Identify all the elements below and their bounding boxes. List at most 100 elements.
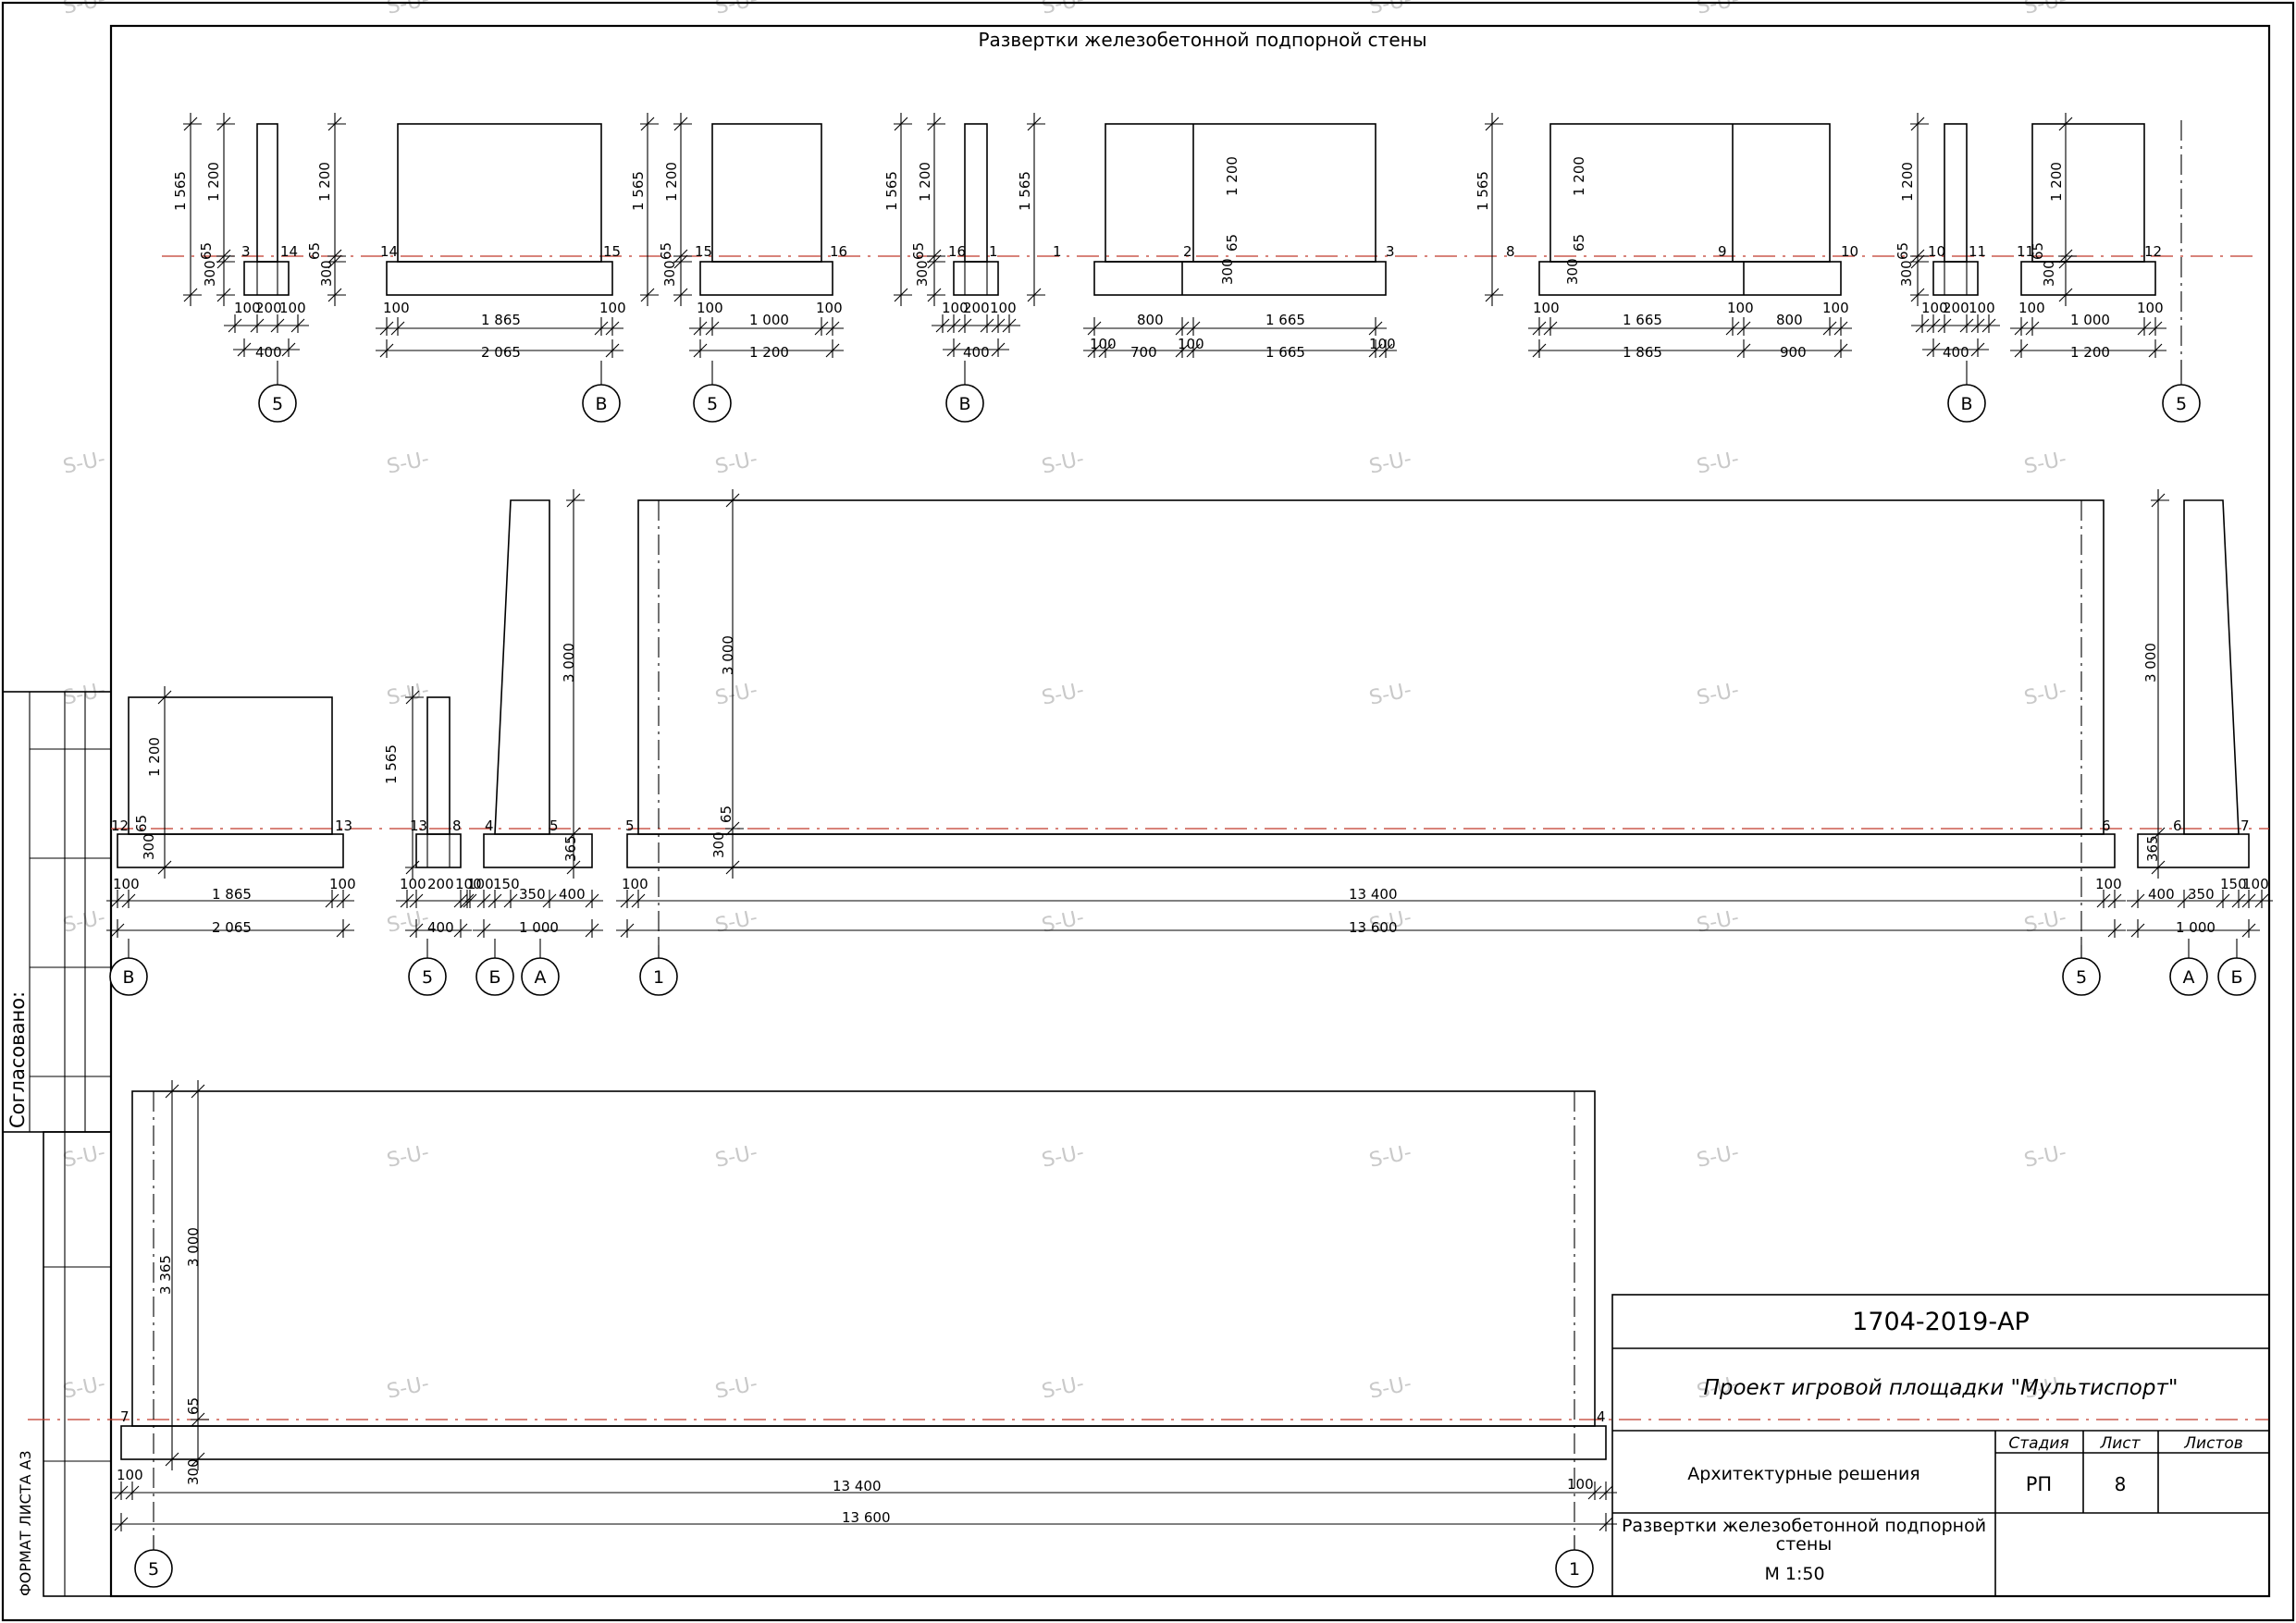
title-block: 1704-2019-АР Проект игровой площадки "Му… <box>1611 1294 2270 1597</box>
dim-label: 1 865 <box>481 312 521 328</box>
watermark-text: S-U- <box>61 448 107 479</box>
watermark-text: S-U- <box>385 679 431 710</box>
dim-label: 1 565 <box>383 744 400 784</box>
axis-label: Б <box>488 967 500 988</box>
dim-label: 3 000 <box>720 635 736 675</box>
dim-label: 1 200 <box>2048 162 2065 202</box>
dim-label: 300 <box>710 831 727 858</box>
mark-label: 16 <box>948 243 966 260</box>
row2-wall-views <box>117 499 2250 971</box>
mark-label: 11 <box>1969 243 1986 260</box>
axis-bubble <box>693 384 732 423</box>
dim-label: 1 565 <box>1017 171 1033 211</box>
dim-label: 13 400 <box>833 1478 882 1494</box>
dim-label: 65 <box>1895 242 1911 260</box>
watermark-text: S-U- <box>385 906 431 938</box>
dim-label: 3 000 <box>185 1227 202 1267</box>
dim-label: 13 600 <box>842 1509 891 1526</box>
dim-label: 300 <box>2041 260 2057 287</box>
dim-label: 1 200 <box>1571 156 1587 196</box>
format-label: ФОРМАТ ЛИСТА А3 <box>17 1450 34 1596</box>
sheet-title: Развертки железобетонной подпорной стены <box>978 29 1426 51</box>
dim-label: 1 000 <box>519 919 559 936</box>
dim-label: 65 <box>198 242 215 260</box>
dim-label: 200 <box>427 876 454 892</box>
dim-label: 3 365 <box>157 1255 174 1295</box>
dim-label: 1 200 <box>205 162 222 202</box>
axis-bubble <box>521 957 560 996</box>
dim-label: 150 <box>493 876 520 892</box>
dim-label: 100 <box>383 300 410 316</box>
dim-label: 1 200 <box>1224 156 1241 196</box>
axis-label: 5 <box>272 394 283 414</box>
dim-label: 200 <box>255 300 282 316</box>
mark-label: 6 <box>2102 818 2111 834</box>
axis-bubble <box>2217 957 2256 996</box>
axis-bubble <box>945 384 984 423</box>
axis-label: 5 <box>148 1559 159 1580</box>
watermark-text: S-U- <box>61 679 107 710</box>
dim-label: 300 <box>1898 260 1915 287</box>
mark-label: 5 <box>625 818 635 834</box>
axis-label: 1 <box>653 967 664 988</box>
dim-label: 100 <box>1567 1476 1594 1493</box>
col-stage: Стадия <box>2008 1434 2068 1453</box>
watermark-text: S-U- <box>385 448 431 479</box>
mark-label: 4 <box>1597 1408 1606 1425</box>
axis-label: В <box>595 394 607 414</box>
axis-label: А <box>535 967 547 988</box>
sheet-name-line2: стены <box>1776 1534 1833 1555</box>
dim-label: 400 <box>963 344 990 361</box>
dim-label: 100 <box>117 1467 143 1483</box>
axis-label: 5 <box>2076 967 2087 988</box>
dim-label: 300 <box>185 1458 202 1485</box>
dim-label: 800 <box>1137 312 1164 328</box>
mark-label: 10 <box>1841 243 1858 260</box>
mark-label: 7 <box>120 1408 130 1425</box>
watermark-text: S-U- <box>1695 906 1741 938</box>
dim-label: 365 <box>562 835 579 862</box>
dim-label: 1 200 <box>2070 344 2110 361</box>
mark-label: 1 <box>1053 243 1062 260</box>
dim-label: 1 200 <box>316 162 333 202</box>
mark-label: 15 <box>695 243 712 260</box>
sheet-number: 8 <box>2115 1473 2127 1495</box>
watermark-text: S-U- <box>2022 448 2068 479</box>
dim-label: 65 <box>910 242 927 260</box>
dim-label: 350 <box>2188 886 2215 903</box>
watermark-text: S-U- <box>1695 679 1741 710</box>
dim-label: 65 <box>658 242 674 260</box>
point-marks: 3 14 14 15 15 16 16 1 1 2 3 8 9 10 10 11… <box>111 243 2250 1425</box>
dim-label: 100 <box>1178 336 1204 352</box>
dim-label: 100 <box>113 876 140 892</box>
dim-label: 300 <box>202 260 218 287</box>
axis-label: 1 <box>1569 1559 1580 1580</box>
mark-label: 12 <box>2144 243 2162 260</box>
axis-bubble <box>2162 384 2201 423</box>
watermark-text: S-U- <box>1040 679 1086 710</box>
col-sheets: Листов <box>2183 1434 2243 1453</box>
axis-bubble <box>109 957 148 996</box>
dim-label: 1 865 <box>212 886 252 903</box>
dim-label: 300 <box>1564 258 1581 285</box>
scale-label: М 1:50 <box>1764 1564 1824 1584</box>
dimension-lines <box>106 113 2273 1531</box>
col-sheet: Лист <box>2099 1434 2141 1453</box>
dim-label: 100 <box>1090 336 1117 352</box>
dim-label: 3 000 <box>561 643 577 682</box>
dim-label: 1 200 <box>917 162 933 202</box>
axis-label: В <box>122 967 134 988</box>
dim-label: 100 <box>2095 876 2122 892</box>
watermark-text: S-U- <box>713 906 759 938</box>
axis-label: В <box>958 394 970 414</box>
dim-label: 1 200 <box>749 344 789 361</box>
axis-label: 5 <box>2176 394 2187 414</box>
dim-label: 100 <box>2137 300 2164 316</box>
dim-label: 400 <box>1943 344 1969 361</box>
mark-label: 10 <box>1928 243 1945 260</box>
mark-label: 3 <box>1386 243 1395 260</box>
dim-label: 100 <box>400 876 426 892</box>
dim-label: 1 665 <box>1265 312 1305 328</box>
